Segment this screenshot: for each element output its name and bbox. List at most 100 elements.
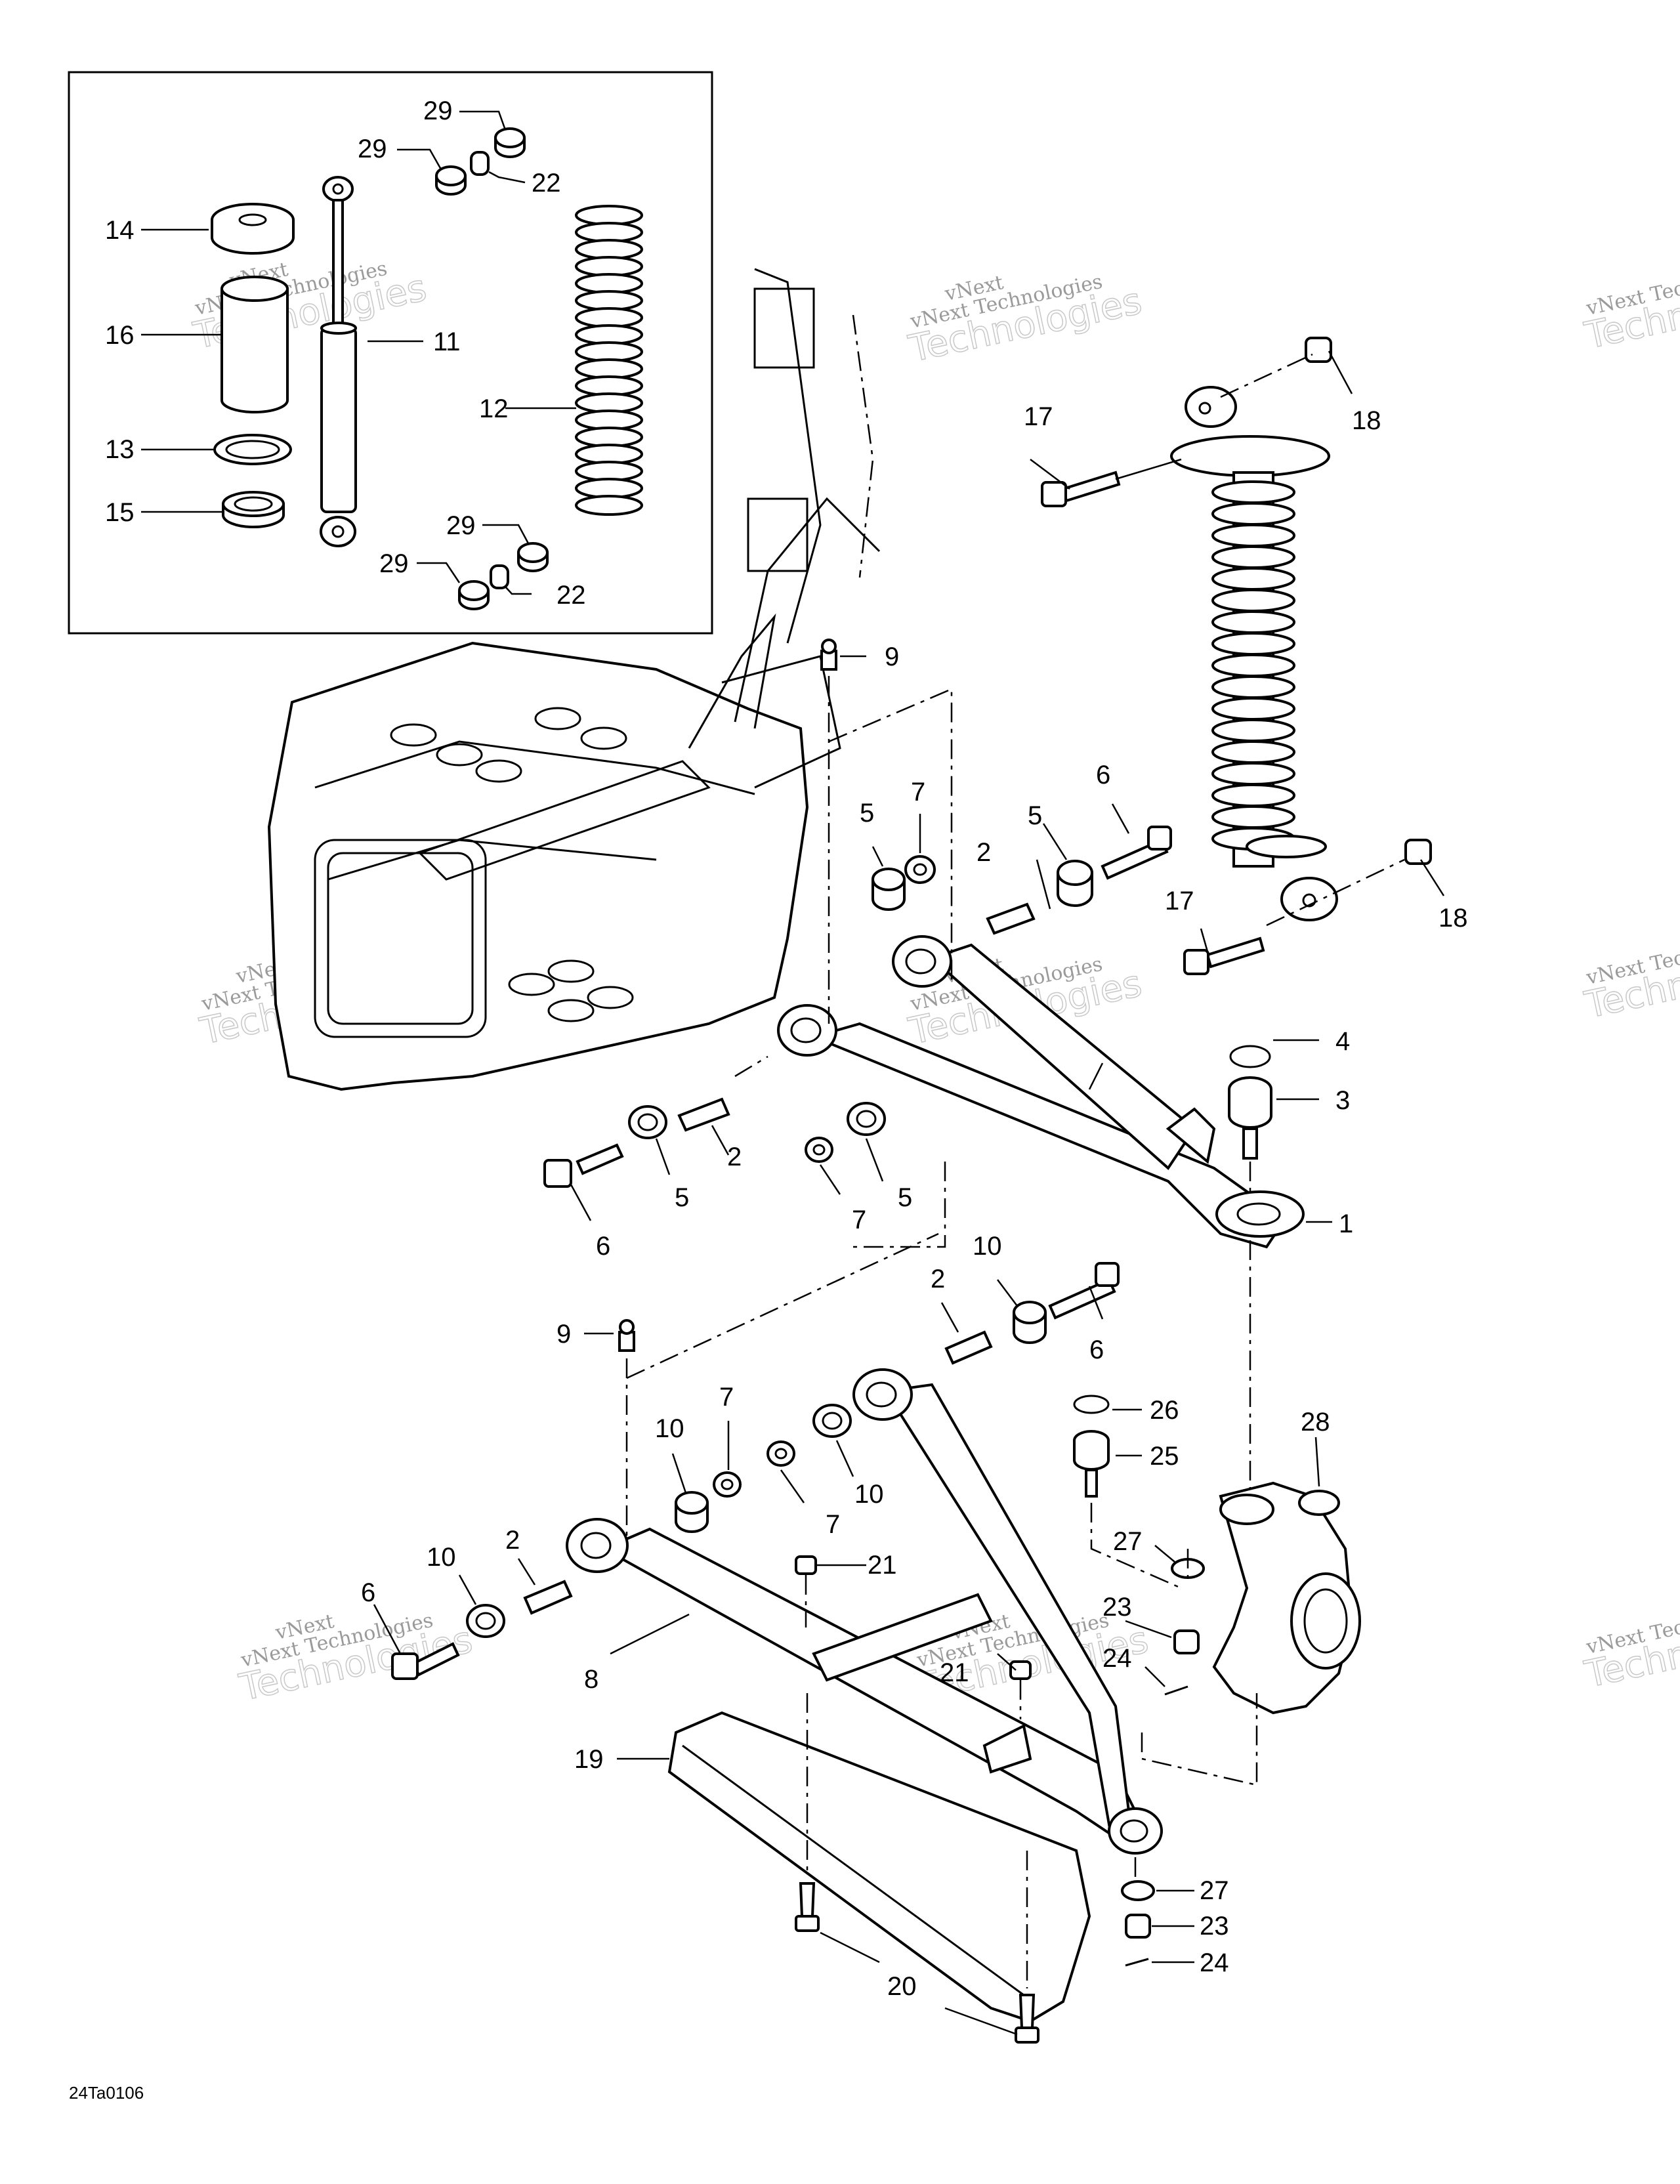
shock-bolt-upper <box>1041 458 1182 507</box>
coil-spring-right <box>1211 480 1295 850</box>
callout-10: 10 <box>973 1232 1002 1261</box>
upper-arm-hardware <box>543 639 1272 1490</box>
spring-coil <box>1211 675 1295 699</box>
spring-coil <box>1211 567 1295 591</box>
spring-coil <box>575 444 643 465</box>
upper-a-arm <box>777 935 1305 1249</box>
callout-20: 20 <box>887 1972 917 2001</box>
callout-21: 21 <box>940 1658 969 1687</box>
grease-fitting-upper <box>820 639 837 671</box>
callout-13: 13 <box>105 435 135 464</box>
inset-shock-detail <box>68 71 713 635</box>
spring-coil <box>1211 805 1295 829</box>
spring-coil <box>1211 545 1295 569</box>
callout-29: 29 <box>423 96 453 125</box>
coil-spring <box>575 205 643 516</box>
callout-27: 27 <box>1113 1527 1143 1556</box>
callout-24: 24 <box>1200 1948 1229 1977</box>
spring-coil <box>575 478 643 499</box>
bushing-set-top <box>435 127 526 196</box>
callout-29: 29 <box>358 135 387 163</box>
leader-lines <box>373 350 1445 2036</box>
callout-9: 9 <box>885 642 899 671</box>
callout-11: 11 <box>433 327 461 356</box>
callout-28: 28 <box>1301 1408 1330 1437</box>
callout-14: 14 <box>105 216 135 245</box>
callout-2: 2 <box>505 1526 520 1555</box>
retainer <box>222 491 285 528</box>
spring-coil <box>575 427 643 448</box>
shock-absorber <box>320 176 357 547</box>
grease-fitting-lower <box>618 1319 635 1352</box>
spring-coil <box>575 358 643 379</box>
shock-bolt-lower <box>1183 936 1265 975</box>
spring-coil <box>575 256 643 277</box>
callout-2: 2 <box>931 1265 945 1293</box>
callout-5: 5 <box>860 799 874 828</box>
spring-coil <box>1211 762 1295 786</box>
callout-22: 22 <box>556 581 586 610</box>
callout-10: 10 <box>854 1480 884 1509</box>
callout-10: 10 <box>655 1414 684 1443</box>
callout-9: 9 <box>556 1320 571 1349</box>
callout-18: 18 <box>1352 406 1381 435</box>
callout-7: 7 <box>911 778 925 807</box>
coilover-shock <box>1041 337 1432 975</box>
spring-coil <box>575 410 643 430</box>
inset-frame <box>68 71 713 635</box>
callout-5: 5 <box>675 1183 689 1212</box>
spring-coil <box>575 324 643 345</box>
bushing-set-bottom <box>458 542 549 610</box>
callout-5: 5 <box>1028 801 1042 830</box>
callout-7: 7 <box>852 1206 866 1234</box>
callout-8: 8 <box>584 1665 598 1694</box>
callout-7: 7 <box>826 1510 840 1539</box>
callout-12: 12 <box>479 394 509 423</box>
sleeve <box>220 276 289 413</box>
callout-7: 7 <box>719 1383 734 1412</box>
callout-29: 29 <box>446 511 476 540</box>
callout-19: 19 <box>574 1745 604 1774</box>
callout-3: 3 <box>1335 1086 1350 1115</box>
vehicle-frame <box>267 268 881 1091</box>
spring-coil <box>575 205 643 226</box>
spring-stop <box>211 203 295 255</box>
callout-26: 26 <box>1150 1396 1179 1425</box>
spring-coil <box>1211 697 1295 721</box>
callout-2: 2 <box>727 1143 742 1171</box>
callout-29: 29 <box>379 549 409 578</box>
callout-23: 23 <box>1200 1912 1229 1941</box>
callout-22: 22 <box>532 169 561 198</box>
callout-16: 16 <box>105 321 135 350</box>
spring-coil <box>575 375 643 396</box>
shock-nut-lower <box>1404 839 1432 865</box>
callout-15: 15 <box>105 498 135 527</box>
callout-24: 24 <box>1102 1644 1132 1673</box>
spring-coil <box>575 290 643 311</box>
callout-23: 23 <box>1102 1593 1132 1622</box>
spring-coil <box>575 307 643 328</box>
spring-coil <box>1211 784 1295 807</box>
callout-labels: 29 29 22 14 16 11 12 13 15 29 29 22 17 1… <box>105 96 1468 2001</box>
spring-coil <box>1211 589 1295 612</box>
spring-coil <box>575 392 643 413</box>
spring-coil <box>1211 632 1295 656</box>
callout-21: 21 <box>868 1551 897 1580</box>
spring-coil <box>575 495 643 516</box>
spring-coil <box>575 341 643 362</box>
spring-coil <box>1211 654 1295 677</box>
spring-coil <box>1211 719 1295 742</box>
callout-6: 6 <box>1089 1335 1104 1364</box>
callout-6: 6 <box>361 1578 375 1607</box>
spring-coil <box>575 461 643 482</box>
spring-coil <box>1211 740 1295 764</box>
callout-5: 5 <box>898 1183 912 1212</box>
callout-17: 17 <box>1165 887 1194 915</box>
spring-coil <box>1211 610 1295 634</box>
spring-coil <box>575 273 643 294</box>
callout-25: 25 <box>1150 1442 1179 1471</box>
lower-a-arm <box>566 1368 1163 1855</box>
callout-18: 18 <box>1438 904 1468 933</box>
spring-coil <box>575 239 643 260</box>
